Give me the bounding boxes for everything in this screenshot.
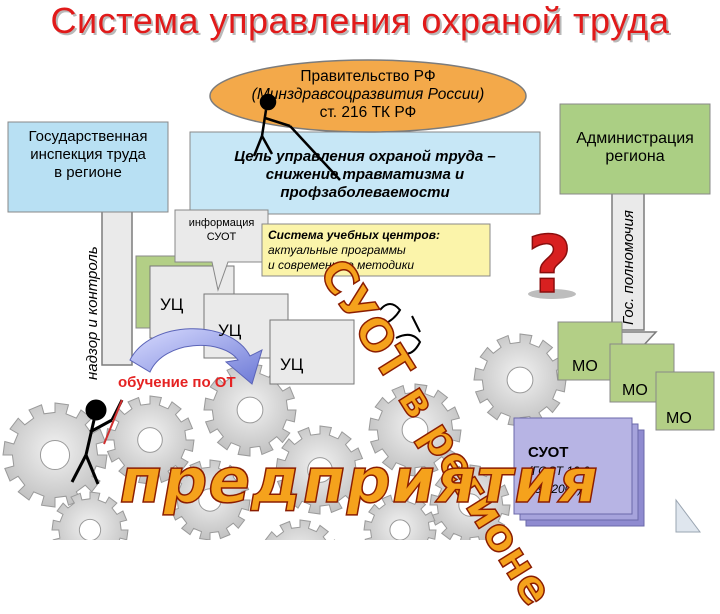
goal-box bbox=[189, 131, 541, 215]
gear-hole bbox=[39, 439, 71, 471]
gear-hole bbox=[506, 366, 534, 394]
suot-box-line2: 230.2007) bbox=[528, 482, 583, 496]
goal-text: Цель управления охраной труда – снижение… bbox=[190, 148, 540, 202]
question-mark-icon: ? bbox=[526, 220, 576, 312]
gear-hole bbox=[236, 396, 264, 424]
info-line2: СУОТ bbox=[206, 231, 237, 243]
suot-box-line1: (ГОСТ 12.0. bbox=[528, 464, 594, 478]
training-center-label-2: УЦ bbox=[218, 321, 242, 340]
municipality-label-1: МО bbox=[572, 358, 598, 375]
authority-label: Гос. полномочия bbox=[620, 210, 637, 325]
government-ellipse bbox=[209, 59, 527, 133]
goal-line2: снижение травматизма и bbox=[265, 166, 465, 183]
ship-icon bbox=[675, 498, 701, 533]
enterprises-label: предприятия bbox=[113, 443, 607, 518]
training-system-line3: и современные методики bbox=[268, 258, 415, 272]
government-line2: (Минздравсоцразвития России) bbox=[251, 86, 485, 103]
gears-group bbox=[2, 333, 567, 540]
government-line3: ст. 216 ТК РФ bbox=[319, 104, 417, 121]
training-label: обучение по ОТ bbox=[118, 374, 236, 391]
info-line1: информация bbox=[188, 217, 255, 229]
info-callout bbox=[174, 209, 269, 292]
administration-text: Администрация региона bbox=[560, 130, 710, 166]
gear-hole bbox=[389, 519, 411, 540]
training-center-label-1: УЦ bbox=[160, 295, 184, 314]
municipality-label-2: МО bbox=[622, 382, 648, 399]
training-system-line2: актуальные программы bbox=[268, 243, 406, 257]
suot-box-title: СУОТ bbox=[528, 444, 569, 461]
diagram-canvas: ? bbox=[2, 59, 715, 540]
administration-line1: Администрация bbox=[576, 130, 694, 147]
training-center-boxes bbox=[135, 255, 355, 385]
page-title: Система управления охраной труда bbox=[50, 0, 670, 41]
gear-icon bbox=[51, 491, 129, 540]
stick-figure-icon bbox=[70, 399, 124, 485]
suot-box-text: СУОТ (ГОСТ 12.0. 230.2007) bbox=[528, 444, 638, 498]
info-text: информация СУОТ bbox=[175, 216, 268, 244]
training-arrow bbox=[129, 328, 263, 385]
decorative-figures-icon bbox=[379, 303, 422, 355]
presenter-figure-icon bbox=[252, 93, 341, 181]
inspection-line1: Государственная bbox=[28, 128, 148, 145]
inspection-line3: в регионе bbox=[54, 164, 122, 181]
government-text: Правительство РФ (Минздравсоцразвития Ро… bbox=[218, 68, 518, 122]
gear-hole bbox=[458, 493, 482, 517]
administration-box bbox=[559, 103, 711, 195]
government-line1: Правительство РФ bbox=[300, 68, 436, 85]
gear-hole bbox=[137, 427, 163, 453]
goal-line1: Цель управления охраной труда – bbox=[234, 148, 496, 165]
training-system-line1: Система учебных центров: bbox=[268, 228, 440, 242]
gear-hole bbox=[78, 518, 102, 540]
gear-hole bbox=[307, 457, 333, 483]
inspection-box bbox=[7, 121, 169, 213]
gear-hole bbox=[401, 416, 429, 444]
inspection-line2: инспекция труда bbox=[30, 146, 146, 163]
training-center-label-3: УЦ bbox=[280, 355, 304, 374]
goal-line3: профзаболеваемости bbox=[280, 184, 450, 201]
suot-box-stack bbox=[513, 417, 645, 527]
supervision-label: надзор и контроль bbox=[84, 246, 101, 380]
inspection-text: Государственная инспекция труда в регион… bbox=[8, 128, 168, 182]
training-system-box bbox=[261, 223, 491, 277]
gear-icon bbox=[264, 519, 336, 540]
municipality-label-3: МО bbox=[666, 410, 692, 427]
gear-icon bbox=[363, 493, 437, 540]
svg-text:?: ? bbox=[527, 221, 572, 311]
training-system-text: Система учебных центров: актуальные прог… bbox=[268, 228, 490, 273]
municipality-boxes bbox=[557, 321, 715, 431]
gear-hole bbox=[198, 488, 222, 512]
administration-line2: региона bbox=[605, 148, 665, 165]
